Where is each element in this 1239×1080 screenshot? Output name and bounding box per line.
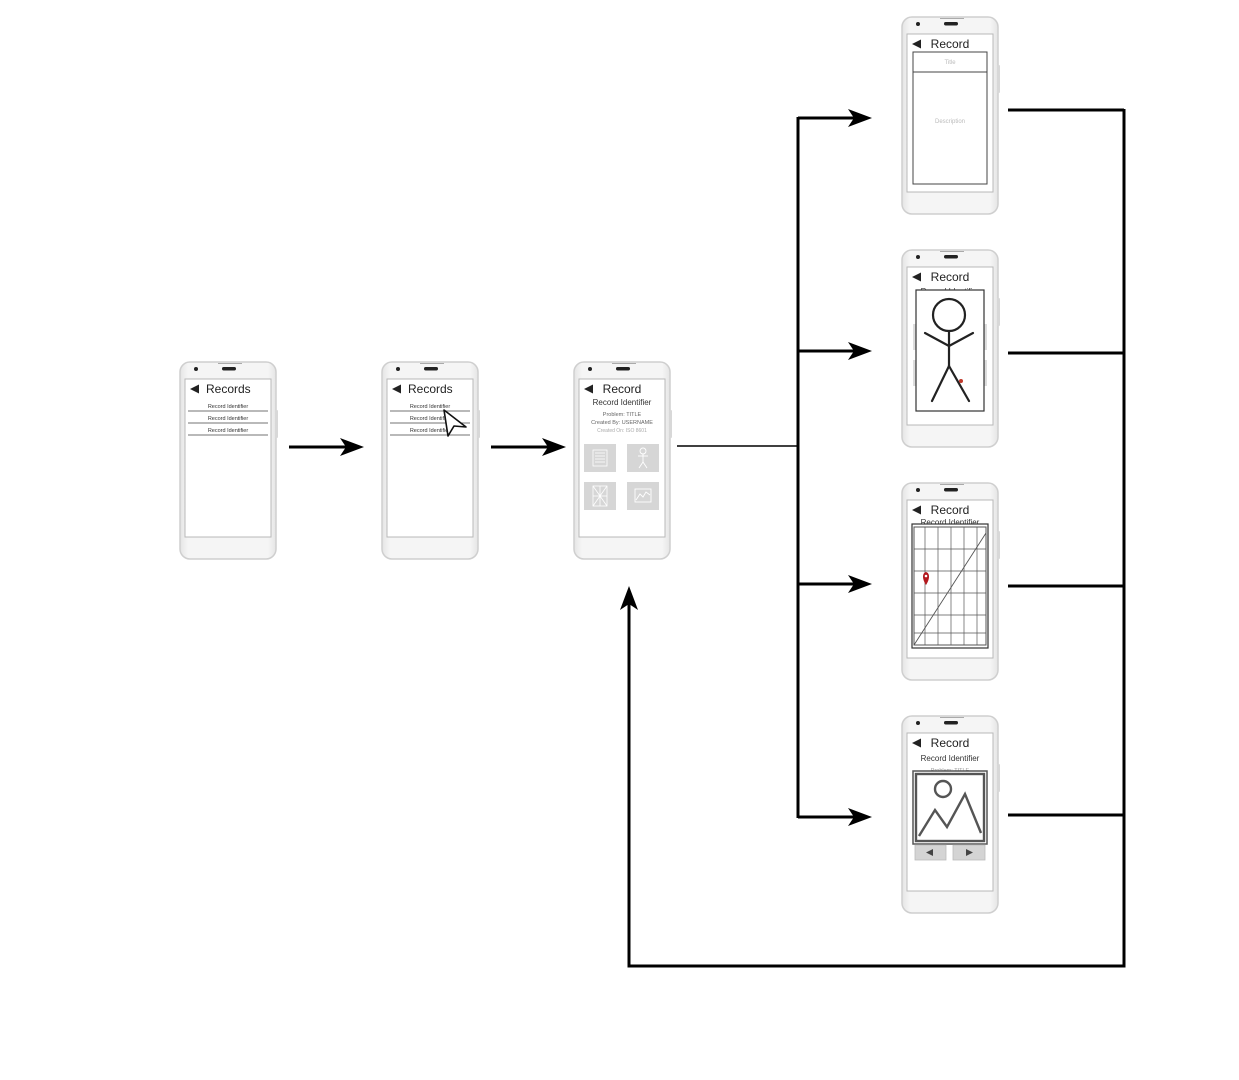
- cursor-pointer-icon: [443, 409, 467, 437]
- list-item[interactable]: Record Identifier: [208, 404, 249, 410]
- chart-icon: [634, 488, 652, 503]
- arrowhead-1: [340, 438, 364, 456]
- phone-side-button: [997, 531, 1000, 559]
- back-arrow-icon[interactable]: [912, 505, 921, 515]
- speaker: [424, 367, 438, 371]
- stick-figure-icon: [923, 297, 975, 403]
- side-tab-right: [983, 360, 987, 386]
- arrow-left-icon: [926, 849, 933, 856]
- front-camera: [916, 22, 920, 26]
- screen-title: Record: [931, 270, 970, 284]
- phone-record-detail: Record Record Identifier Problem: TITLE …: [573, 361, 672, 560]
- image-viewer[interactable]: [912, 770, 988, 845]
- stick-figure-icon: [638, 447, 648, 469]
- record-list: Record Identifier Record Identifier Reco…: [188, 404, 268, 436]
- phone-list: Records Record Identifier Record Identif…: [179, 361, 278, 560]
- tile-map[interactable]: [584, 482, 616, 510]
- speaker: [222, 367, 236, 371]
- map-icon: [592, 485, 608, 507]
- previous-button[interactable]: [914, 844, 947, 861]
- record-identifier: Record Identifier: [593, 398, 652, 407]
- description-input[interactable]: Description: [935, 119, 965, 125]
- back-arrow-icon[interactable]: [584, 384, 593, 394]
- phone-side-button: [669, 410, 672, 438]
- map-grid: [913, 526, 987, 646]
- annotation-dot[interactable]: [959, 379, 963, 383]
- created-on-text: Created On: ISO 8601: [597, 428, 647, 434]
- arrowhead-gallery: [848, 808, 872, 826]
- back-arrow-icon[interactable]: [912, 738, 921, 748]
- next-button[interactable]: [952, 844, 986, 861]
- screen: [184, 378, 272, 538]
- list-item[interactable]: Record Identifier: [410, 428, 451, 434]
- tile-notes[interactable]: [584, 444, 616, 472]
- list-item[interactable]: Record Identifier: [208, 416, 249, 422]
- phone-side-button: [275, 410, 278, 438]
- connectors: [289, 108, 1126, 968]
- tile-chart[interactable]: [627, 482, 659, 510]
- created-by-text: Created By: USERNAME: [591, 420, 653, 426]
- front-camera: [916, 255, 920, 259]
- side-tab-left: [913, 360, 917, 386]
- return-path: [627, 109, 1126, 968]
- speaker: [616, 367, 630, 371]
- problem-text: Problem: TITLE: [603, 412, 642, 418]
- arrowhead-notes: [848, 109, 872, 127]
- back-arrow-icon[interactable]: [392, 384, 401, 394]
- record-identifier: Record Identifier: [921, 518, 980, 527]
- arrowhead-return: [620, 586, 638, 610]
- speaker: [944, 721, 958, 725]
- front-camera: [588, 367, 592, 371]
- phone-notes: Record Title Description: [901, 16, 1000, 215]
- screen-title: Record: [931, 503, 970, 517]
- record-identifier: Record Identifier: [921, 754, 980, 763]
- arrowhead-map: [848, 575, 872, 593]
- phone-map: Record Record Identifier: [901, 482, 1000, 681]
- front-camera: [194, 367, 198, 371]
- notes-form: [912, 51, 988, 185]
- map-pin-center: [924, 574, 928, 578]
- arrow-right-icon: [966, 849, 973, 856]
- speaker: [944, 488, 958, 492]
- side-tab-left: [913, 324, 917, 350]
- tile-stick-figure[interactable]: [627, 444, 659, 472]
- map-view[interactable]: [911, 523, 989, 649]
- screen-title: Record: [931, 736, 970, 750]
- side-tab-right: [983, 324, 987, 350]
- speaker: [944, 255, 958, 259]
- phone-list-selected: Records Record Identifier Record Identif…: [381, 361, 480, 560]
- image-placeholder-icon: [914, 772, 986, 843]
- phone-side-button: [997, 65, 1000, 93]
- screen-title: Records: [408, 382, 453, 396]
- back-arrow-icon[interactable]: [190, 384, 199, 394]
- list-item[interactable]: Record Identifier: [410, 416, 451, 422]
- phone-figure: Record Record Identifier: [901, 249, 1000, 448]
- screen-title: Records: [206, 382, 251, 396]
- phone-side-button: [477, 410, 480, 438]
- back-arrow-icon[interactable]: [912, 272, 921, 282]
- phone-gallery: Record Record Identifier Problem: TITLE: [901, 715, 1000, 914]
- front-camera: [916, 488, 920, 492]
- screen-title: Record: [931, 37, 970, 51]
- arrowhead-2: [542, 438, 566, 456]
- arrowhead-figure: [848, 342, 872, 360]
- list-item[interactable]: Record Identifier: [410, 404, 451, 410]
- screen-title: Record: [603, 382, 642, 396]
- front-camera: [396, 367, 400, 371]
- list-item[interactable]: Record Identifier: [208, 428, 249, 434]
- speaker: [944, 22, 958, 26]
- title-input[interactable]: Title: [944, 60, 956, 66]
- phone-side-button: [997, 764, 1000, 792]
- notes-icon: [592, 449, 608, 467]
- phone-side-button: [997, 298, 1000, 326]
- screen: [386, 378, 474, 538]
- back-arrow-icon[interactable]: [912, 39, 921, 49]
- map-pin-icon[interactable]: [923, 572, 929, 585]
- front-camera: [916, 721, 920, 725]
